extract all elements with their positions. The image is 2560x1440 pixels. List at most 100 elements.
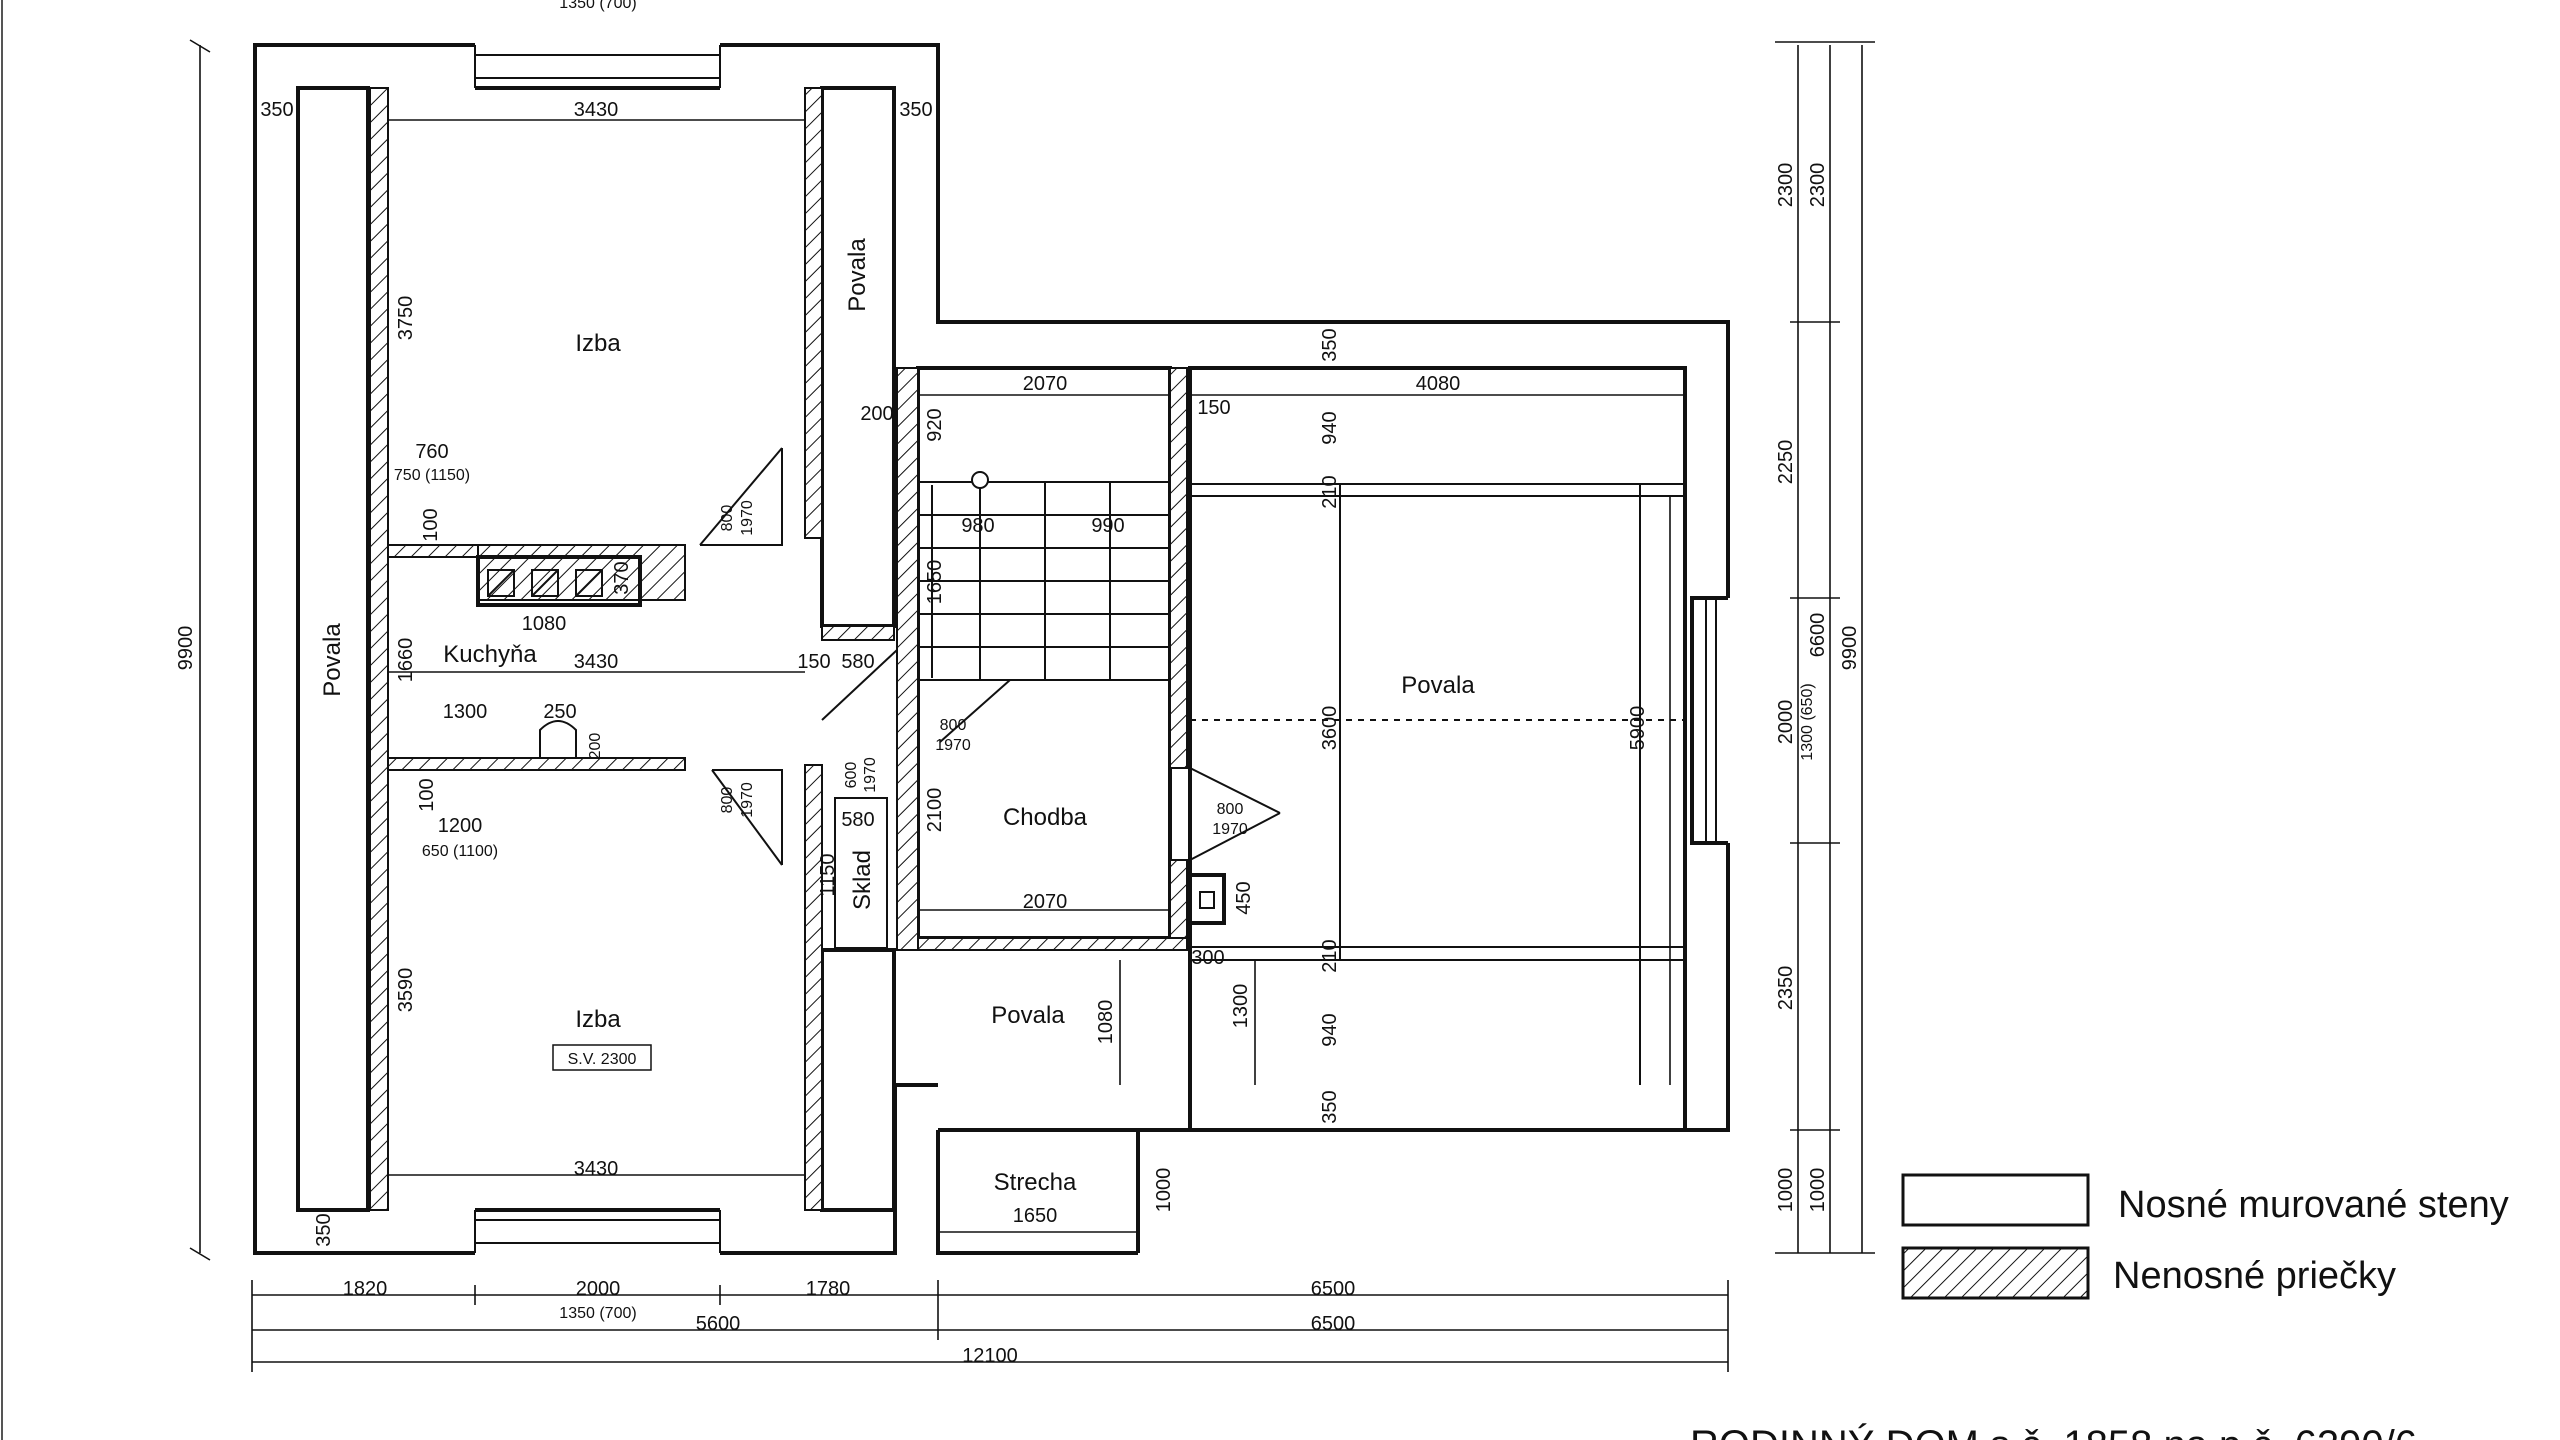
dim-350-tl: 350	[260, 99, 293, 121]
staircase	[918, 471, 1170, 681]
dim-r-9900: 9900	[1839, 626, 1861, 671]
dim-1970-e: 1970	[1212, 821, 1248, 838]
dim-r-2350: 2350	[1775, 966, 1797, 1011]
dim-350-tr: 350	[899, 99, 932, 121]
dim-b-5600: 5600	[696, 1313, 741, 1335]
door-swings	[699, 447, 1281, 866]
dim-920: 920	[924, 408, 946, 441]
dim-2070-top: 2070	[1023, 373, 1068, 395]
dim-1300: 1300	[443, 701, 488, 723]
dim-3430-mid: 3430	[574, 651, 619, 673]
room-label-izba-bottom: Izba	[575, 1006, 621, 1033]
dim-r-6600: 6600	[1807, 613, 1829, 658]
legend-label-load-bearing: Nosné murované steny	[2118, 1184, 2509, 1226]
dim-150-r: 150	[1197, 397, 1230, 419]
dim-3750: 3750	[395, 296, 417, 341]
room-label-povala-right: Povala	[1401, 672, 1475, 699]
dim-990: 990	[1091, 515, 1124, 537]
dim-1080-v: 1080	[1095, 1000, 1117, 1045]
dim-2070-bot: 2070	[1023, 891, 1068, 913]
dim-5900: 5900	[1627, 706, 1649, 751]
dim-200-w: 200	[860, 403, 893, 425]
dim-top-gap: 1350 (700)	[559, 0, 636, 12]
legend: Nosné murované steny Nenosné priečky	[1901, 1173, 2509, 1300]
dim-b-12100: 12100	[962, 1345, 1018, 1367]
room-label-sv: S.V. 2300	[568, 1051, 637, 1068]
dim-210-bot: 210	[1319, 939, 1341, 972]
dim-1650-s: 1650	[1013, 1205, 1058, 1227]
legend-swatch-load-bearing	[1901, 1173, 2090, 1227]
dim-750: 750 (1150)	[394, 467, 470, 484]
dim-200: 200	[587, 733, 604, 760]
legend-label-partitions: Nenosné priečky	[2113, 1255, 2396, 1297]
dim-r-1000-b: 1000	[1807, 1168, 1829, 1213]
dim-b-2000: 2000	[576, 1278, 621, 1300]
dim-r-1000-a: 1000	[1775, 1168, 1797, 1213]
dimension-lines	[189, 39, 1875, 1372]
dim-1970-c: 1970	[862, 757, 879, 793]
dim-r-2000: 2000	[1775, 700, 1797, 745]
dim-4080: 4080	[1416, 373, 1461, 395]
dim-1150: 1150	[817, 853, 839, 896]
dim-1970-b: 1970	[739, 782, 756, 818]
dim-800-b: 800	[719, 787, 736, 814]
drawing-title: RODINNÝ DOM s.č. 1858 na p.č. 6290/6	[1690, 1422, 2417, 1440]
dim-b-1820: 1820	[343, 1278, 388, 1300]
dim-left-9900: 9900	[175, 626, 197, 671]
legend-swatch-partitions	[1901, 1246, 2090, 1300]
room-label-sklad: Sklad	[849, 850, 876, 910]
room-label-chodba: Chodba	[1003, 804, 1088, 831]
dim-1660: 1660	[395, 638, 417, 683]
dim-940-bot: 940	[1319, 1013, 1341, 1046]
dim-150-mid: 150	[797, 651, 830, 673]
dim-450: 450	[1233, 881, 1255, 914]
room-label-izba-top: Izba	[575, 330, 621, 357]
dim-3590: 3590	[395, 968, 417, 1013]
room-label-povala-bottom: Povala	[991, 1002, 1065, 1029]
dim-r-2250: 2250	[1775, 440, 1797, 485]
dim-100-a: 100	[420, 508, 442, 541]
dim-r-2300-a: 2300	[1775, 163, 1797, 208]
dim-1300-mid: 1300	[1230, 984, 1252, 1029]
dim-1080: 1080	[522, 613, 567, 635]
dim-350-bl: 350	[313, 1213, 335, 1246]
dim-1650: 1650	[924, 560, 946, 605]
interior-walls	[296, 86, 1687, 1212]
room-label-povala-mid: Povala	[844, 238, 871, 312]
dim-1200: 1200	[438, 815, 483, 837]
dim-r-2300-b: 2300	[1807, 163, 1829, 208]
dim-3430-bot: 3430	[574, 1158, 619, 1180]
dim-3600: 3600	[1319, 706, 1341, 751]
dim-b-6500-b: 6500	[1311, 1313, 1356, 1335]
dim-r-1300-650: 1300 (650)	[1799, 683, 1816, 760]
dim-b-6500-a: 6500	[1311, 1278, 1356, 1300]
dim-350-rb: 350	[1319, 1090, 1341, 1123]
dim-800-a: 800	[719, 505, 736, 532]
dim-1970-a: 1970	[739, 500, 756, 536]
dim-370: 370	[611, 561, 633, 594]
dim-100-b: 100	[416, 778, 438, 811]
dim-600: 600	[843, 762, 860, 789]
dim-580-a: 580	[841, 651, 874, 673]
dim-760: 760	[415, 441, 448, 463]
dim-580-b: 580	[841, 809, 874, 831]
dim-940-top: 940	[1319, 411, 1341, 444]
room-label-kuchyna: Kuchyňa	[443, 641, 537, 668]
dim-b-1350: 1350 (700)	[559, 1305, 636, 1322]
dim-800-d: 800	[1217, 801, 1244, 818]
room-label-strecha: Strecha	[994, 1169, 1077, 1196]
dim-1970-d: 1970	[935, 737, 971, 754]
dim-1000-s: 1000	[1153, 1168, 1175, 1213]
dim-b-1780: 1780	[806, 1278, 851, 1300]
dim-800-c: 800	[940, 717, 967, 734]
dim-300: 300	[1191, 947, 1224, 969]
dim-350-rt: 350	[1319, 328, 1341, 361]
room-labels: Izba Izba S.V. 2300 Kuchyňa Chodba Sklad…	[319, 238, 1475, 1196]
dim-980: 980	[961, 515, 994, 537]
dim-250: 250	[543, 701, 576, 723]
dim-2100: 2100	[924, 788, 946, 833]
dimension-labels: 1350 (700) 350 3430 350 3750 760 750 (11…	[175, 0, 1861, 1367]
dim-3430-top: 3430	[574, 99, 619, 121]
dim-210-top: 210	[1319, 475, 1341, 508]
